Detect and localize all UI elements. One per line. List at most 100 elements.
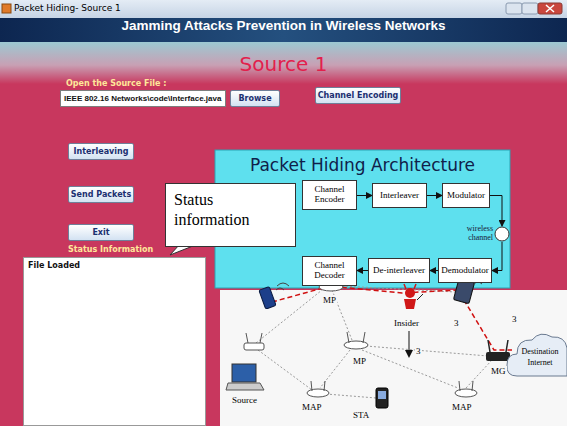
line-shape — [326, 394, 376, 398]
callout-number: 3 — [415, 346, 422, 356]
path-shape — [404, 284, 416, 289]
node-text: Channel Encoder — [305, 185, 354, 205]
node-text: Interleaver — [380, 191, 419, 201]
line-shape — [363, 332, 365, 343]
router-icon — [244, 333, 264, 350]
phone-icon — [259, 283, 289, 309]
rect-shape — [538, 3, 562, 14]
circle-shape — [405, 288, 415, 298]
device-label: Insider — [393, 318, 420, 328]
diagram-title: Jamming Attacks Prevention in Wireless N… — [0, 18, 567, 42]
node-text: De-interleaver — [373, 266, 425, 276]
window-title: Packet Hiding- Source 1 — [14, 3, 121, 13]
cloud-outline — [507, 334, 567, 376]
line-shape — [472, 381, 473, 391]
device-label: MG — [490, 366, 507, 376]
channel-circle-outline — [495, 227, 509, 241]
line-shape — [546, 5, 554, 12]
node-text: Demodulator — [441, 266, 489, 276]
rect-shape — [522, 3, 538, 14]
polygon-shape — [226, 383, 264, 390]
node-text: IEEE 802.16 Networks\code\Interface.java — [64, 94, 221, 103]
line-shape — [258, 350, 312, 390]
network-panel — [220, 290, 567, 426]
channel-circle — [494, 226, 510, 242]
decoder-block: Channel Decoder — [302, 256, 357, 286]
rect-shape — [232, 364, 256, 382]
laptop-icon — [226, 364, 264, 390]
ellipse-shape — [307, 389, 329, 397]
insider-figure — [404, 284, 423, 309]
connector — [357, 270, 368, 271]
gateway-icon — [486, 340, 510, 361]
rect-shape — [378, 391, 386, 399]
line-shape — [506, 340, 508, 352]
connector — [490, 196, 502, 227]
device-label: STA — [352, 410, 370, 420]
file-path-field: IEEE 802.16 Networks\code\Interface.java — [60, 90, 226, 107]
station-phone-icon — [376, 388, 388, 408]
device-label: MP — [352, 356, 367, 366]
interleave-button: Interleaving — [68, 143, 134, 160]
line-shape — [466, 360, 492, 388]
path-shape — [404, 299, 416, 309]
node-text: wireless channel — [449, 225, 493, 243]
line-shape — [260, 333, 262, 343]
source-heading: Source 1 — [0, 52, 567, 76]
callout-number: 3 — [511, 314, 518, 324]
node-text: Browse — [238, 94, 271, 103]
connector — [427, 195, 442, 196]
node-text: Interleaving — [74, 147, 129, 156]
attack-path — [272, 286, 512, 350]
encode-button: Channel Encoding — [315, 87, 401, 104]
connector — [492, 242, 502, 271]
exit-button: Exit — [68, 224, 134, 241]
demodulator-block: Demodulator — [438, 258, 492, 283]
node-text: Channel Encoding — [318, 91, 399, 100]
device-label: MP — [322, 295, 337, 305]
send-button: Send Packets — [68, 186, 134, 203]
encoder-block: Channel Encoder — [302, 180, 357, 210]
status-label: Status Information — [68, 245, 153, 254]
line-shape — [324, 381, 325, 391]
access-point-icon — [307, 381, 329, 397]
device-label: Source — [231, 395, 258, 405]
browse-button: Browse — [230, 90, 280, 107]
node-text: Internet — [528, 358, 553, 369]
window-controls — [2, 3, 562, 14]
architecture-panel: Packet Hiding ArchitectureChannel Encode… — [215, 150, 510, 288]
panel-heading: Packet Hiding Architecture — [215, 155, 510, 175]
mesh-point-icon — [344, 332, 368, 349]
jam-arrow — [409, 331, 410, 352]
rect-shape — [376, 388, 388, 408]
node-text: Destination — [522, 347, 559, 358]
rect-shape — [2, 4, 11, 13]
line-shape — [366, 346, 488, 356]
connector — [357, 195, 372, 196]
status-area: File Loaded — [23, 257, 206, 426]
wireless-channel: wireless channel — [448, 220, 510, 248]
node-text: Exit — [92, 228, 109, 237]
line-shape — [347, 332, 349, 343]
internet-cloud: DestinationInternet — [505, 328, 567, 380]
line-shape — [311, 381, 312, 391]
access-point-icon — [455, 381, 477, 397]
device-label: MAP — [451, 402, 473, 412]
node-text: File Loaded — [28, 261, 80, 270]
ellipse-shape — [344, 341, 368, 349]
deinterleaver-block: De-interleaver — [368, 258, 430, 283]
line-shape — [546, 5, 554, 12]
line-shape — [362, 350, 458, 388]
node-text: Modulator — [447, 191, 485, 201]
path-shape — [417, 294, 423, 300]
callout-number: 3 — [453, 318, 460, 328]
node-text: Channel Decoder — [305, 261, 354, 281]
line-shape — [488, 340, 490, 352]
path-shape — [276, 283, 289, 290]
modulator-block: Modulator — [442, 183, 490, 208]
rect-shape — [506, 3, 522, 14]
field-label: Open the Source File : — [66, 79, 166, 88]
node-text: Send Packets — [71, 190, 131, 199]
line-shape — [459, 381, 460, 391]
